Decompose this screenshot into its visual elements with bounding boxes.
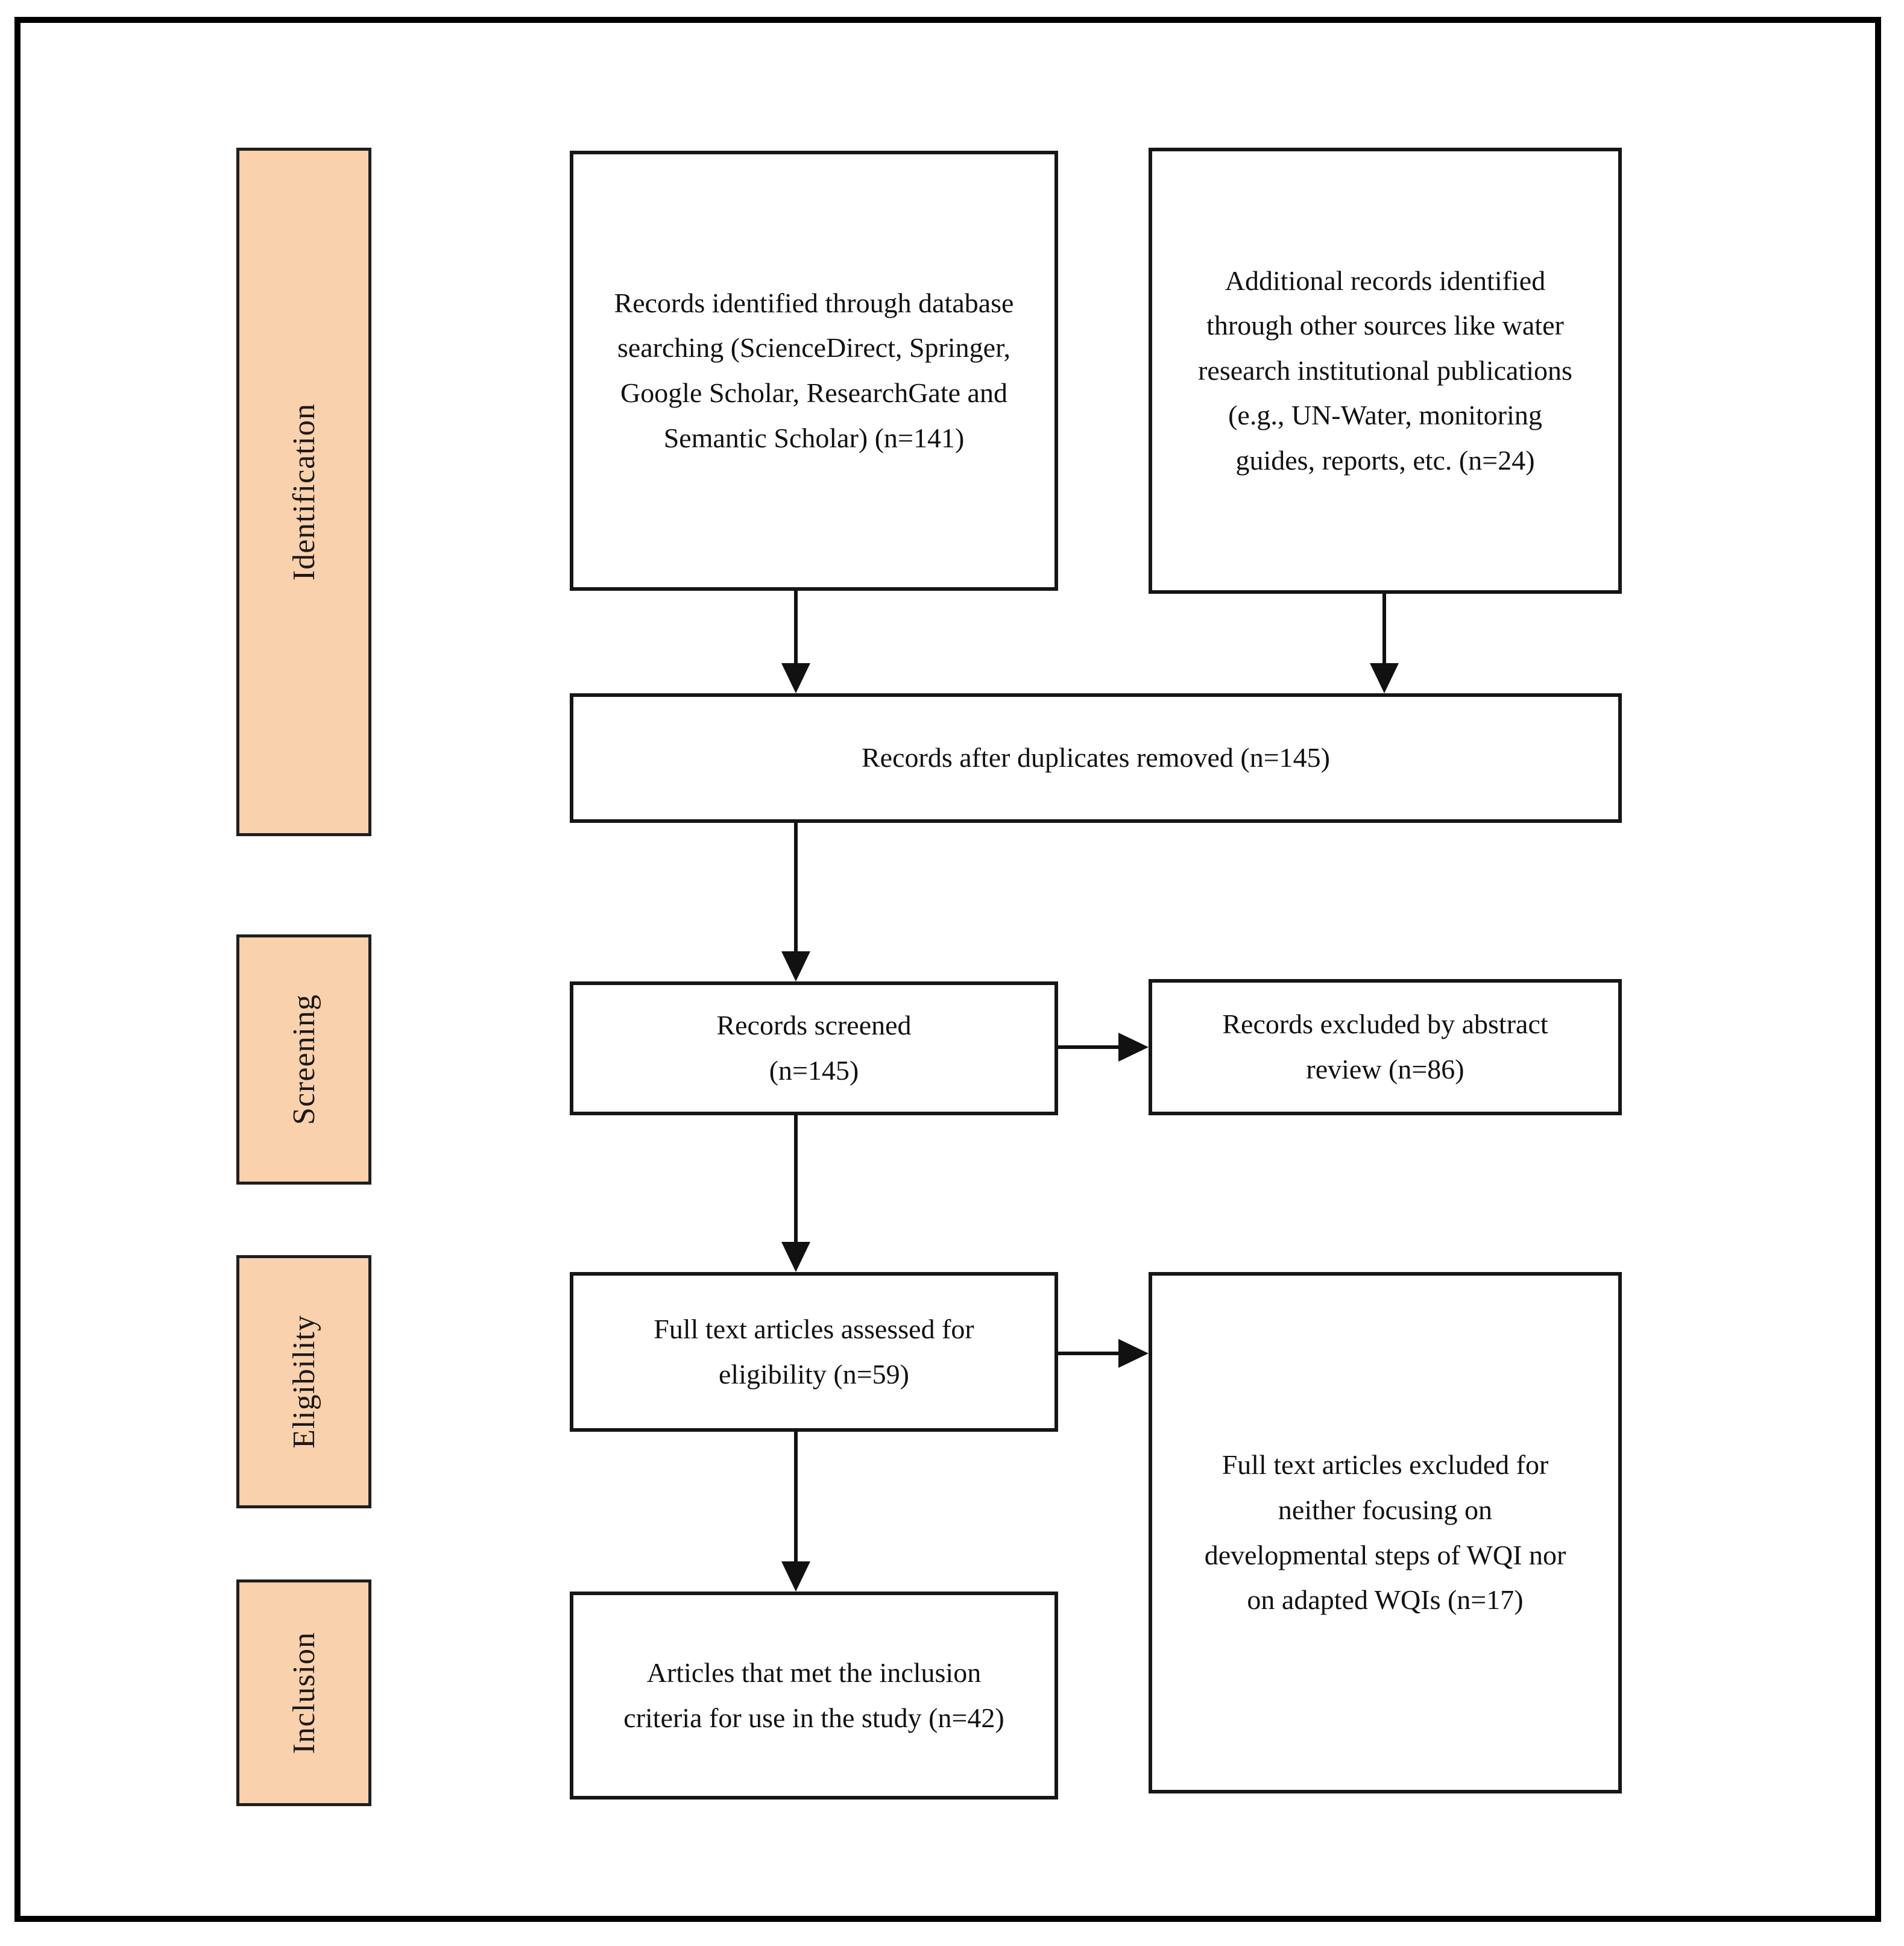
diagram-outer-border [14, 17, 1881, 1922]
box-excluded-abstract-text: Records excluded by abstract review (n=8… [1222, 1009, 1548, 1085]
arrow-database-to-duplicates-head [781, 663, 810, 693]
arrow-assessed-to-included-head [781, 1561, 810, 1592]
box-full-text-assessed: Full text articles assessed for eligibil… [570, 1272, 1058, 1432]
stage-eligibility-label: Eligibility [286, 1315, 321, 1449]
box-included-articles: Articles that met the inclusion criteria… [570, 1592, 1058, 1800]
box-after-duplicates: Records after duplicates removed (n=145) [570, 693, 1622, 823]
arrow-duplicates-to-screened-head [781, 951, 810, 981]
stage-inclusion: Inclusion [236, 1579, 371, 1806]
arrow-additional-to-duplicates-head [1370, 663, 1399, 693]
arrow-screened-to-assessed-line [794, 1115, 798, 1243]
stage-identification: Identification [236, 148, 371, 836]
arrow-assessed-to-included-line [794, 1432, 798, 1563]
box-database-records-text: Records identified through database sear… [614, 287, 1014, 453]
arrow-screened-to-excluded-head [1118, 1033, 1149, 1062]
box-additional-records-text: Additional records identified through ot… [1198, 265, 1572, 476]
box-full-text-excluded-text: Full text articles excluded for neither … [1204, 1449, 1566, 1616]
box-additional-records: Additional records identified through ot… [1149, 148, 1622, 594]
arrow-database-to-duplicates-line [794, 591, 798, 664]
box-full-text-excluded: Full text articles excluded for neither … [1149, 1272, 1622, 1793]
box-records-screened: Records screened (n=145) [570, 981, 1058, 1115]
box-full-text-assessed-text: Full text articles assessed for eligibil… [654, 1313, 974, 1390]
box-after-duplicates-text: Records after duplicates removed (n=145) [862, 742, 1330, 773]
box-database-records: Records identified through database sear… [570, 151, 1058, 591]
arrow-assessed-to-excluded-line [1058, 1352, 1120, 1355]
arrow-additional-to-duplicates-line [1382, 594, 1386, 664]
arrow-assessed-to-excluded-head [1118, 1339, 1149, 1368]
box-included-articles-text: Articles that met the inclusion criteria… [623, 1657, 1004, 1733]
stage-eligibility: Eligibility [236, 1255, 371, 1508]
stage-screening: Screening [236, 934, 371, 1185]
arrow-screened-to-assessed-head [781, 1242, 810, 1272]
box-excluded-abstract: Records excluded by abstract review (n=8… [1149, 979, 1622, 1115]
stage-inclusion-label: Inclusion [286, 1631, 321, 1754]
box-records-screened-text: Records screened (n=145) [716, 1010, 912, 1086]
arrow-screened-to-excluded-line [1058, 1045, 1120, 1049]
stage-identification-label: Identification [286, 403, 321, 581]
arrow-duplicates-to-screened-line [794, 823, 798, 953]
stage-screening-label: Screening [286, 994, 321, 1125]
